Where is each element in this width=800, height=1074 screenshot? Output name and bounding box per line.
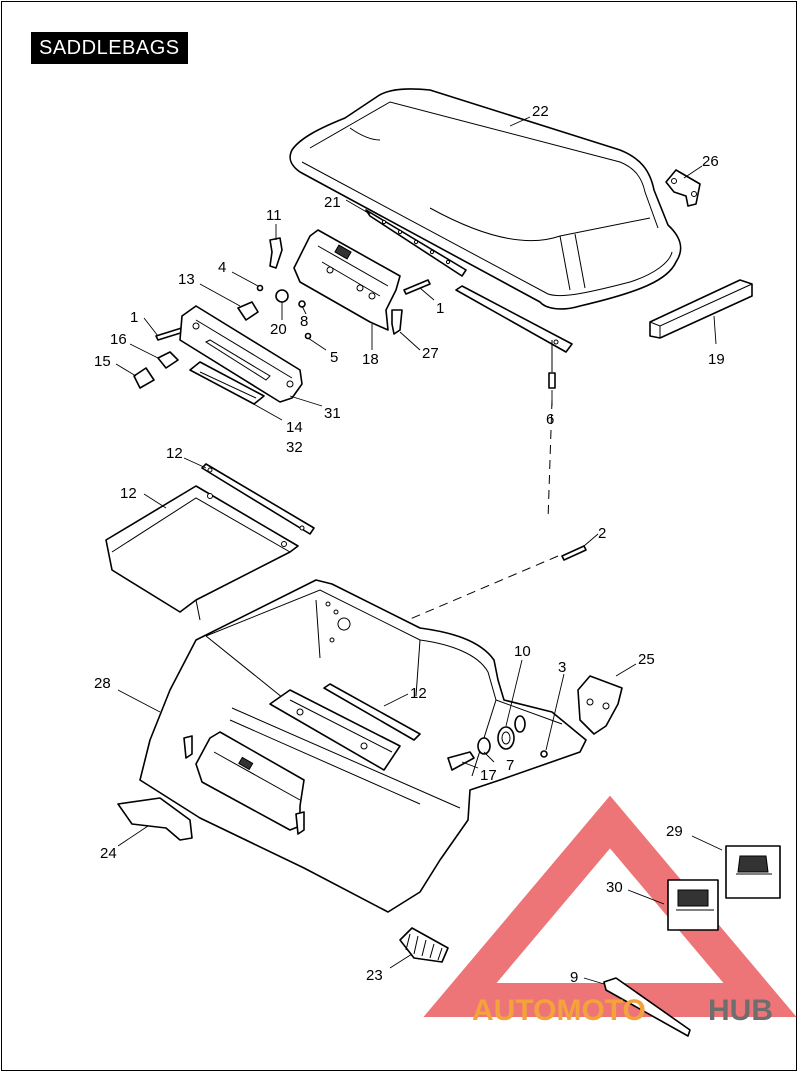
callout-12-liner: 12 (120, 485, 137, 502)
callout-24: 24 (100, 845, 117, 862)
watermark-logo: AUTOMOTO HUB (472, 994, 773, 1027)
part-strap (455, 285, 573, 389)
callout-18: 18 (362, 351, 379, 368)
callout-15: 15 (94, 353, 111, 370)
part-31-handle (179, 305, 303, 403)
callout-28: 28 (94, 675, 111, 692)
callout-12-bag: 12 (410, 685, 427, 702)
part-27-lever (391, 309, 403, 335)
callout-2: 2 (598, 525, 606, 542)
callout-17: 17 (480, 767, 497, 784)
part-30-decal (667, 879, 719, 931)
callout-4: 4 (218, 259, 226, 276)
callout-29: 29 (666, 823, 683, 840)
leader-lines (115, 116, 723, 985)
part-26-bracket (665, 169, 701, 207)
callout-25: 25 (638, 651, 655, 668)
part-18-latch-plate (293, 229, 401, 331)
callout-6: 6 (546, 411, 554, 428)
part-29-decal (725, 845, 781, 899)
callout-19: 19 (708, 351, 725, 368)
callout-3: 3 (558, 659, 566, 676)
callout-labels: 22 26 21 11 4 13 1 1 16 15 20 8 5 18 27 … (94, 103, 725, 986)
part-hardware-lower (447, 675, 623, 771)
callout-9: 9 (570, 969, 578, 986)
part-23-grommet (399, 927, 449, 963)
page-title: SADDLEBAGS (31, 32, 188, 64)
callout-13: 13 (178, 271, 195, 288)
callout-32: 32 (286, 439, 303, 456)
callout-20: 20 (270, 321, 287, 338)
part-12-liner (105, 463, 315, 621)
callout-14: 14 (286, 419, 303, 436)
callout-22: 22 (532, 103, 549, 120)
callout-10: 10 (514, 643, 531, 660)
watermark-automoto: AUTOMOTO (472, 994, 646, 1027)
part-21-strip (365, 209, 467, 277)
watermark-hub: HUB (708, 994, 773, 1027)
part-24-bracket (117, 797, 193, 841)
callout-16: 16 (110, 331, 127, 348)
part-22-lid (289, 88, 682, 310)
part-lower-latch (183, 731, 305, 835)
part-9-cable-tie (603, 977, 691, 1037)
part-19-trim (649, 279, 753, 339)
part-2-screw (561, 545, 587, 561)
callout-21: 21 (324, 194, 341, 211)
callout-7: 7 (506, 757, 514, 774)
callout-31: 31 (324, 405, 341, 422)
callout-8: 8 (300, 313, 308, 330)
part-11-lever (269, 237, 283, 269)
callout-30: 30 (606, 879, 623, 896)
part-28-saddlebag (139, 579, 587, 913)
callout-1-right: 1 (436, 300, 444, 317)
callout-5: 5 (330, 349, 338, 366)
callout-27: 27 (422, 345, 439, 362)
callout-1-left: 1 (130, 309, 138, 326)
callout-26: 26 (702, 153, 719, 170)
callout-11: 11 (266, 207, 282, 224)
part-14-plate (189, 361, 265, 405)
callout-12-top: 12 (166, 445, 183, 462)
callout-23: 23 (366, 967, 383, 984)
part-15-16-clips (133, 351, 179, 389)
